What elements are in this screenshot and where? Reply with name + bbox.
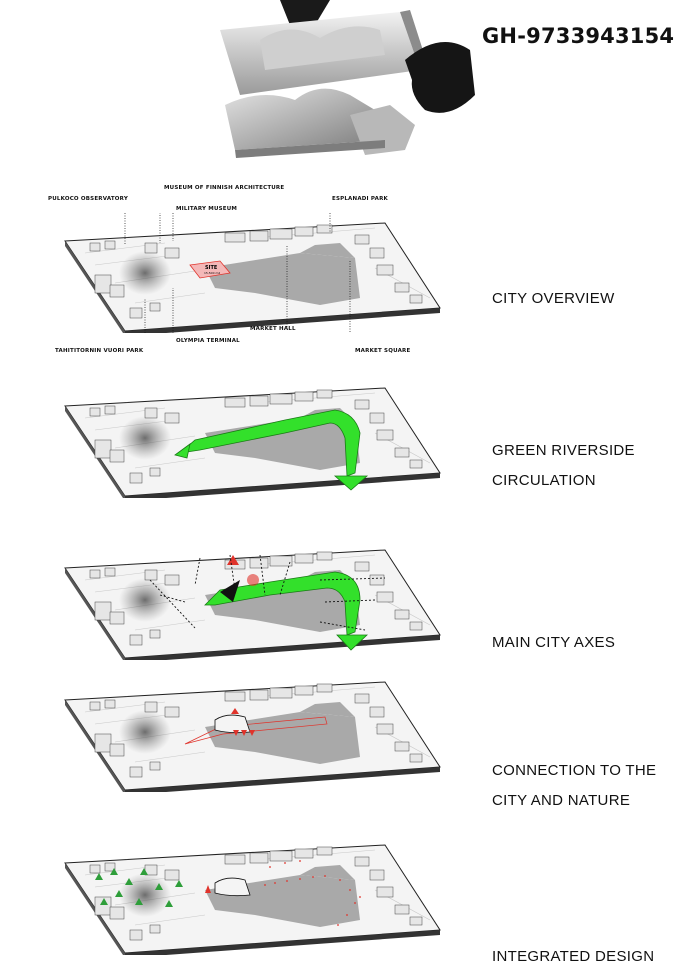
city-axes-diagram: [64, 549, 441, 660]
green-circulation-diagram: [64, 387, 441, 498]
callout-tahititornin: TAHITITORNIN VUORI PARK: [55, 348, 144, 354]
green-route: [204, 571, 361, 636]
model-hands-image: [220, 0, 475, 158]
green-arrow-end: [336, 634, 369, 651]
site-area-label: 15,500 m2: [204, 271, 220, 275]
callout-olympia: OLYMPIA TERMINAL: [176, 338, 240, 344]
site-label: SITE: [205, 265, 218, 271]
stage-label-integrated-design: INTEGRATED DESIGN: [492, 948, 655, 965]
city-overview-diagram: SITE 15,500 m2: [64, 213, 441, 333]
callout-esplanadi: ESPLANADI PARK: [332, 196, 388, 202]
site-building: [220, 580, 240, 602]
red-node: [247, 574, 259, 586]
connection-diagram: [64, 681, 441, 792]
green-route: [178, 409, 361, 477]
red-arrow: [227, 555, 239, 565]
project-code: GH-9733943154: [482, 24, 675, 48]
callout-museum-arch: MUSEUM OF FINNISH ARCHITECTURE: [164, 185, 285, 191]
callout-pulkoco: PULKOCO OBSERVATORY: [48, 196, 128, 202]
site-building: [214, 877, 251, 897]
stage-label-city-overview: CITY OVERVIEW: [492, 290, 615, 307]
green-arrow-end: [333, 475, 369, 491]
callout-military: MILITARY MUSEUM: [176, 206, 238, 212]
integrated-design-diagram: [64, 844, 441, 955]
callout-market-hall: MARKET HALL: [250, 326, 296, 332]
green-arrow-start: [174, 443, 191, 459]
callout-market-square: MARKET SQUARE: [355, 348, 411, 354]
stage-label-city-axes: MAIN CITY AXES: [492, 634, 616, 651]
